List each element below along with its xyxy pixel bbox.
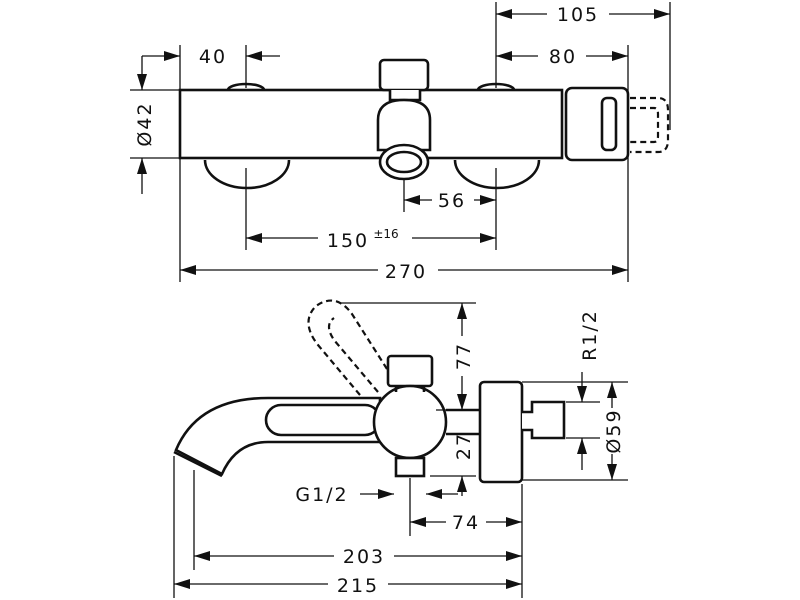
label-bg: [602, 408, 622, 454]
dim-105: 105: [557, 4, 599, 26]
diverter-neck: [388, 90, 422, 102]
label-bg: [318, 224, 412, 248]
label-bg: [452, 336, 472, 376]
arrowhead: [607, 382, 617, 398]
arrowhead: [137, 158, 147, 174]
dim-74: 74: [452, 512, 480, 534]
arrowhead: [246, 233, 262, 243]
arrowhead: [180, 265, 196, 275]
dim-56: 56: [438, 190, 466, 212]
arrowhead: [246, 51, 262, 61]
arrowhead: [506, 551, 522, 561]
dim-40: 40: [199, 46, 227, 68]
dim-80: 80: [549, 46, 577, 68]
dim-150-tolerance: ±16: [373, 227, 398, 241]
spout-tip: [173, 450, 223, 478]
arrowhead: [496, 9, 512, 19]
inlet-connection: [394, 456, 426, 478]
arrowhead: [577, 386, 587, 402]
dim-59: Ø59: [603, 408, 625, 453]
dim-270: 270: [385, 261, 427, 283]
label-bg: [378, 259, 438, 281]
diverter-knob-side: [386, 354, 434, 388]
dim-42: Ø42: [134, 101, 156, 146]
dim-g12: G1/2: [295, 484, 348, 506]
wall-boss-right: [453, 159, 541, 190]
lever-raised-dashed-inner: [327, 317, 379, 393]
label-bg: [432, 190, 474, 210]
arrowhead: [612, 265, 628, 275]
arrowhead: [607, 464, 617, 480]
arrowhead: [654, 9, 670, 19]
handle-alternate-dashed-inner: [630, 106, 660, 144]
lever-raised-dashed: [307, 299, 395, 396]
dim-27: 27: [453, 432, 475, 460]
arrowhead: [496, 51, 512, 61]
arrowhead: [174, 579, 190, 589]
spout-top: [376, 98, 432, 152]
dim-r12: R1/2: [579, 309, 601, 361]
arrowhead: [506, 579, 522, 589]
diverter-knob-top: [378, 58, 430, 92]
arrowhead: [404, 195, 420, 205]
handle-top: [564, 86, 630, 162]
arrowhead: [137, 74, 147, 90]
wall-boss-left: [203, 159, 291, 190]
handle-alternate-dashed: [630, 96, 670, 154]
arrowhead: [426, 489, 442, 499]
dim-150: 150: [327, 230, 369, 252]
lever-slot: [264, 403, 382, 437]
mixer-body-side: [372, 384, 448, 460]
arrowhead: [506, 517, 522, 527]
handle-side: [478, 380, 524, 484]
handle-slot: [600, 96, 618, 152]
arrowhead: [410, 517, 426, 527]
arrowhead: [457, 476, 467, 492]
label-bg: [547, 4, 609, 24]
arrowhead: [480, 195, 496, 205]
dim-77: 77: [453, 342, 475, 370]
arrowhead: [457, 303, 467, 319]
label-bg: [328, 573, 388, 595]
arrowhead: [164, 51, 180, 61]
spout-outlet-inner: [385, 150, 423, 174]
dim-203: 203: [343, 546, 385, 568]
arrowhead: [480, 233, 496, 243]
arrowhead: [457, 394, 467, 410]
label-bg: [334, 545, 394, 567]
label-bg: [446, 512, 486, 532]
arrowhead: [194, 551, 210, 561]
dim-215: 215: [337, 575, 379, 597]
top-view: 105 80 40 Ø42 56 150 ±16: [130, 2, 671, 283]
wall-pipe: [446, 408, 480, 436]
handle-knob-side: [522, 400, 566, 440]
arrowhead: [612, 51, 628, 61]
label-bg: [538, 46, 586, 66]
arrowhead: [378, 489, 394, 499]
arrowhead: [577, 438, 587, 454]
side-view: 77 27 R1/2 Ø59 G1/2 74 203: [173, 299, 628, 598]
mixer-body-top: [178, 88, 564, 160]
